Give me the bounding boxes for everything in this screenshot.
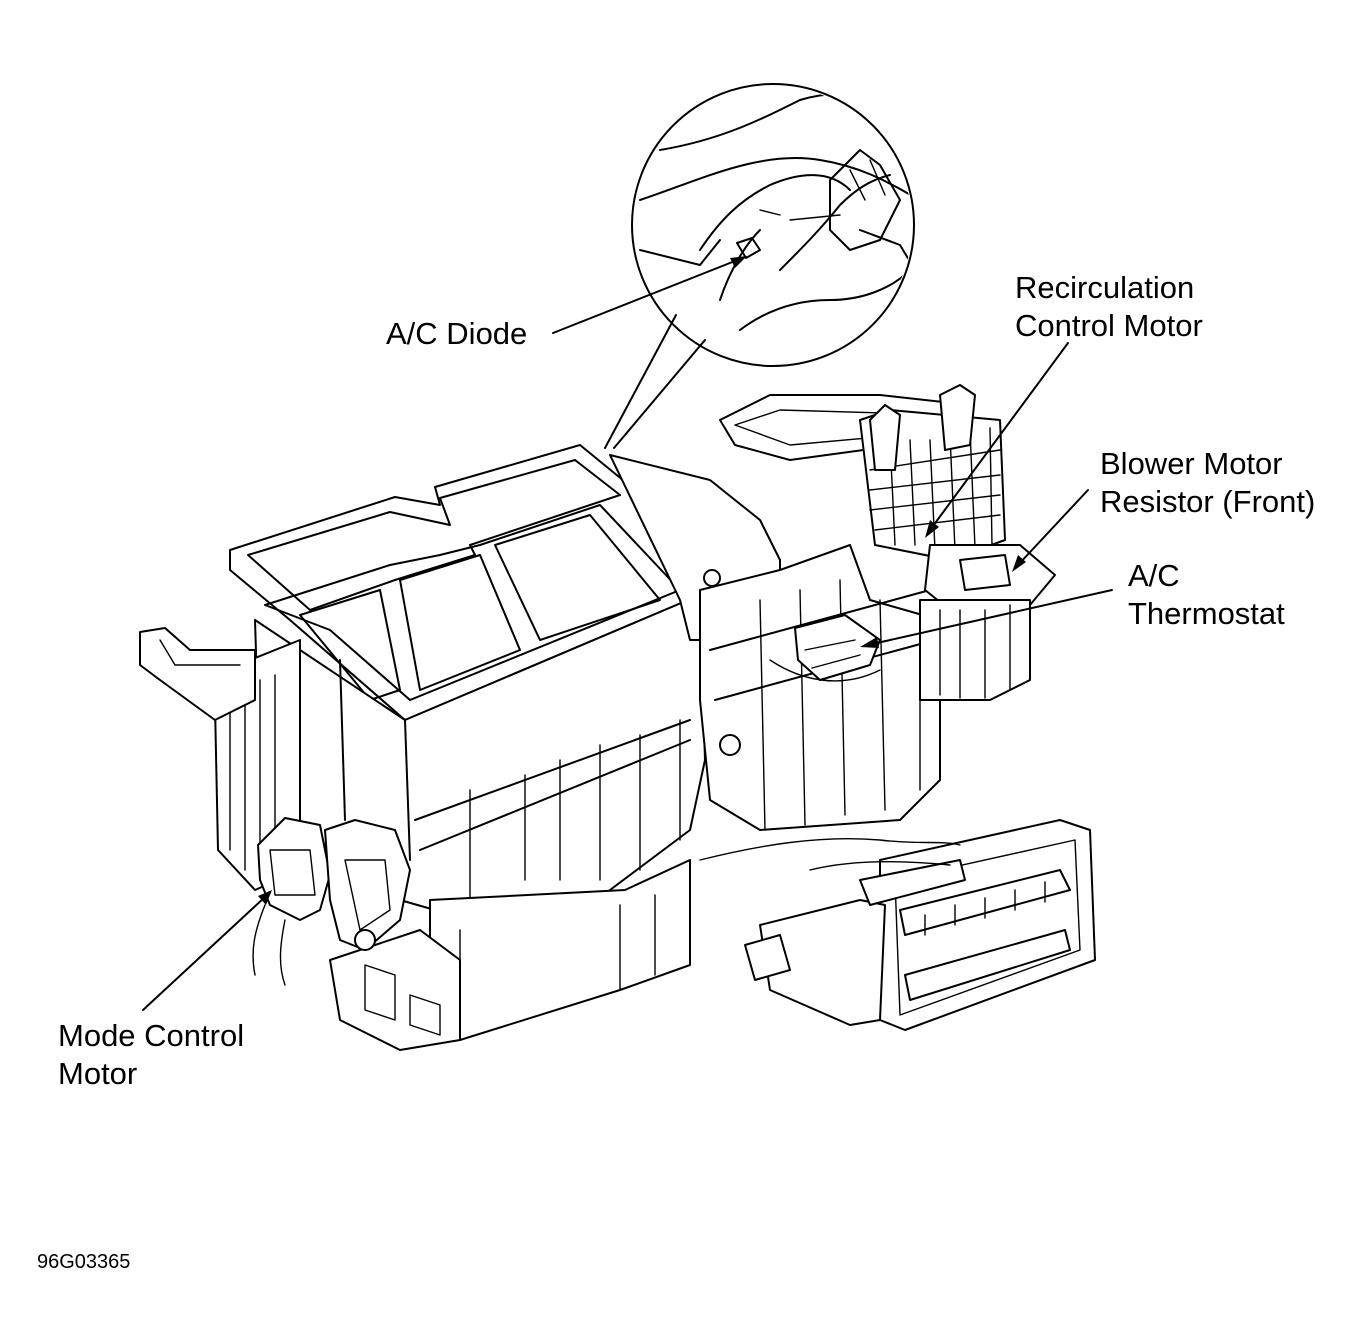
ac-diode-label-text: A/C Diode	[386, 316, 528, 351]
heater-core-housing	[139, 444, 706, 1051]
ac-thermostat-part	[769, 614, 881, 682]
recirc-label-line1: Recirculation	[1015, 270, 1195, 305]
leader-blower-resistor	[1017, 489, 1089, 566]
blower-label-line2: Resistor (Front)	[1100, 484, 1316, 519]
ac-diode-label: A/C Diode	[386, 315, 527, 353]
thermostat-label-line1: A/C	[1128, 558, 1180, 593]
evaporator-housing	[609, 454, 941, 831]
leader-lines	[142, 256, 1113, 1011]
mode-control-motor-label: Mode Control Motor	[58, 1017, 244, 1093]
thermostat-label-line2: Thermostat	[1128, 596, 1285, 631]
ac-thermostat-label: A/C Thermostat	[1128, 557, 1285, 633]
leader-recirc-motor	[929, 342, 1069, 531]
mode-label-line1: Mode Control	[58, 1018, 245, 1053]
recirc-label-line2: Control Motor	[1015, 308, 1203, 343]
blower-label-line1: Blower Motor	[1100, 446, 1283, 481]
leader-ac-diode	[552, 258, 741, 334]
climate-control-head	[699, 819, 1096, 1031]
detail-leader-left	[604, 314, 677, 449]
recirculation-control-motor-label: Recirculation Control Motor	[1015, 269, 1203, 345]
blower-motor-resistor-label: Blower Motor Resistor (Front)	[1100, 445, 1315, 521]
ac-diode-detail-circle	[631, 83, 915, 367]
leader-mode-motor	[142, 896, 266, 1011]
blower-housing	[719, 384, 1056, 701]
figure-code: 96G03365	[37, 1251, 131, 1273]
mode-control-motor	[252, 817, 411, 986]
leader-ac-thermostat	[867, 589, 1113, 646]
mode-label-line2: Motor	[58, 1056, 138, 1091]
detail-leader-right	[613, 339, 706, 449]
